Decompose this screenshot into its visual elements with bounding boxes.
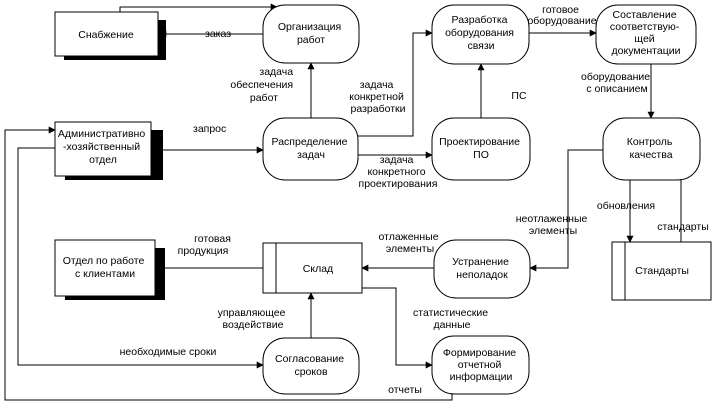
flow-labels: заказ задача обеспечения работ готовое о…	[120, 4, 709, 396]
process-agree: Согласование сроков	[262, 337, 360, 395]
flow-deadlines	[17, 147, 264, 369]
external-admin-label: Административно -хозяйственный отдел	[58, 128, 148, 166]
label-dev-task: задача конкретной разработки	[349, 79, 407, 115]
label-order: заказ	[205, 28, 231, 40]
flow-stats	[362, 287, 433, 369]
label-deadlines: необходимые сроки	[120, 346, 217, 358]
process-agree-label: Согласование сроков	[275, 353, 347, 378]
process-org: Организация работ	[262, 4, 360, 64]
flow-lines	[4, 3, 685, 401]
label-fixed: отлаженные элементы	[379, 231, 442, 255]
process-report: Формирование отчетной информации	[431, 335, 530, 395]
process-dev-equip: Разработка оборудования связи	[431, 4, 530, 65]
process-dev-sw-label: Проектирование ПО	[439, 136, 523, 161]
label-supply-task: задача обеспечения работ	[230, 66, 296, 104]
external-supply: Снабжение	[54, 11, 166, 60]
process-dev-sw: Проектирование ПО	[431, 117, 531, 181]
process-distribute: Распределение задач	[262, 117, 359, 181]
label-reports: отчеты	[388, 384, 422, 396]
process-qc-label: Контроль качества	[627, 136, 676, 161]
flow-dev-task	[358, 29, 433, 137]
label-updates: обновления	[597, 200, 655, 212]
process-dev-equip-label: Разработка оборудования связи	[445, 14, 517, 52]
label-ps: ПС	[511, 90, 527, 102]
external-supply-label: Снабжение	[78, 29, 134, 41]
label-standards: стандарты	[657, 221, 709, 233]
label-unfixed: неотлаженные элементы	[516, 213, 591, 237]
label-equip-desc: оборудование с описанием	[581, 71, 653, 95]
external-clients-label: Отдел по работе с клиентами	[63, 255, 148, 280]
process-docs: Составление соответствую- щей документац…	[595, 4, 697, 65]
process-distribute-label: Распределение задач	[272, 136, 351, 161]
label-sw-task: задача конкретного проектирования	[359, 154, 438, 190]
process-qc: Контроль качества	[602, 117, 701, 181]
store-warehouse-label: Склад	[303, 263, 333, 275]
label-request: запрос	[193, 123, 226, 135]
flow-reports	[4, 126, 453, 401]
process-org-label: Организация работ	[278, 21, 344, 46]
external-admin: Административно -хозяйственный отдел	[54, 121, 163, 180]
label-control: управляющее воздействие	[218, 307, 289, 331]
flow-unfixed	[529, 149, 603, 272]
process-fix-label: Устранение неполадок	[452, 256, 512, 281]
label-stats: статистические данные	[413, 307, 491, 331]
label-products: готовая продукция	[178, 233, 234, 257]
process-docs-label: Составление соответствую- щей документац…	[610, 9, 682, 57]
flow-supply-top	[119, 3, 278, 12]
store-standards: Стандарты	[611, 241, 712, 301]
store-standards-label: Стандарты	[635, 265, 689, 277]
process-fix: Устранение неполадок	[433, 239, 531, 299]
label-ready-equip: готовое оборудование	[527, 4, 596, 27]
store-warehouse: Склад	[262, 242, 363, 294]
external-clients: Отдел по работе с клиентами	[54, 239, 165, 300]
process-report-label: Формирование отчетной информации	[443, 347, 519, 383]
